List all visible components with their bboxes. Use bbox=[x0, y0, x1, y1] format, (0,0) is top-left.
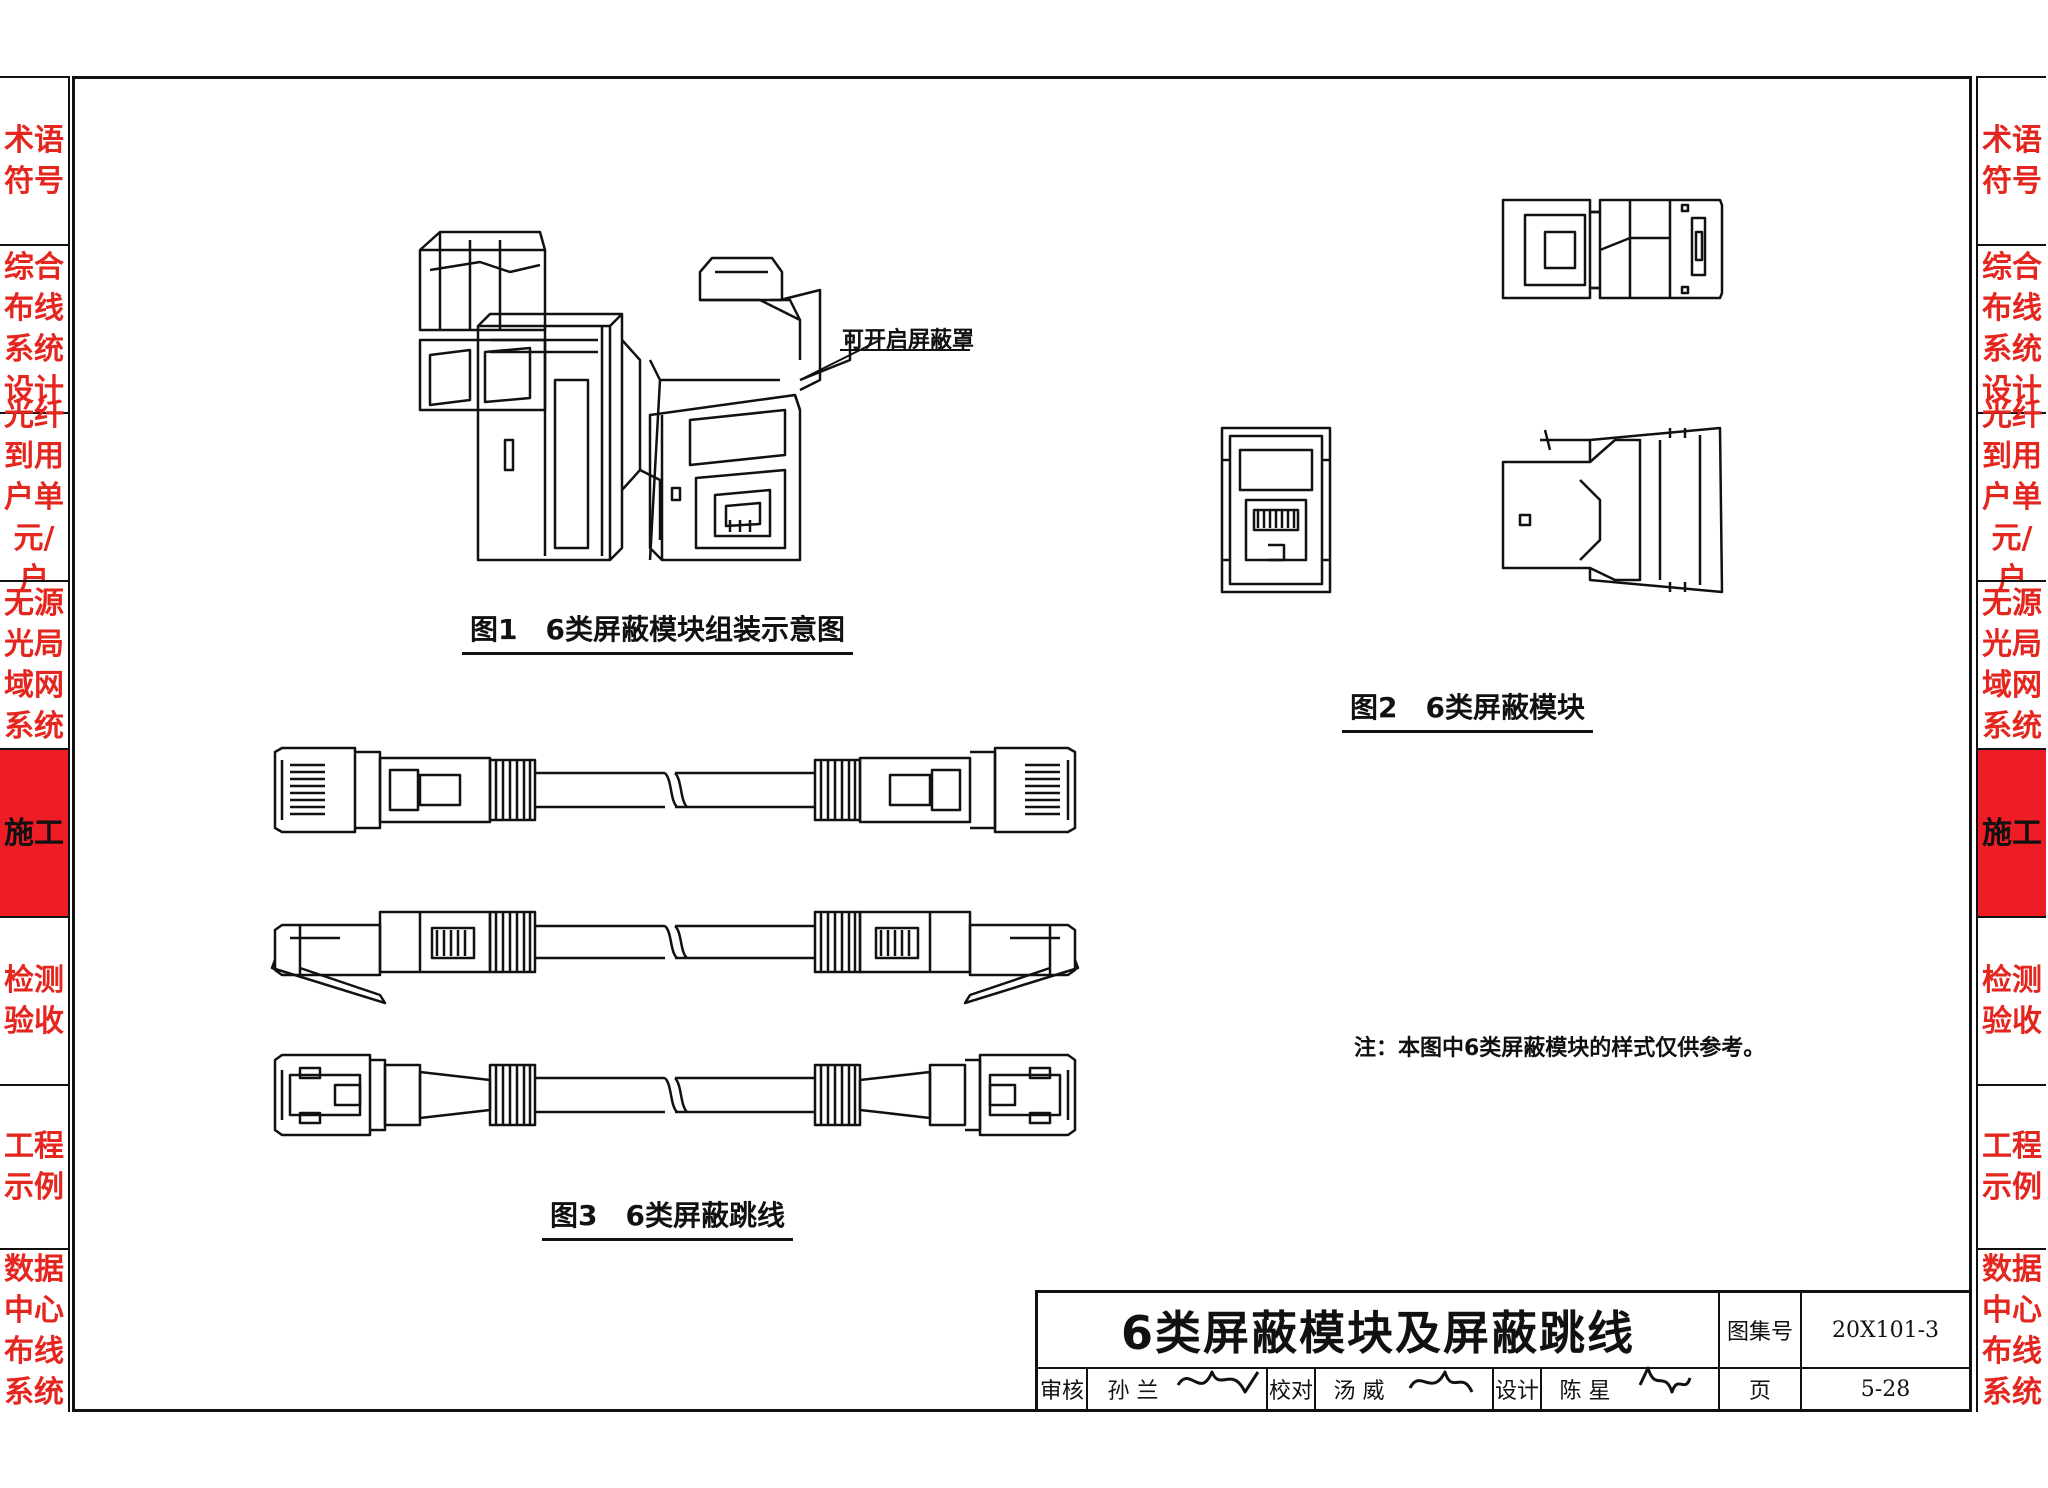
tab-label: 数据中心布线系统 bbox=[1982, 1252, 2042, 1410]
design-label: 设计 bbox=[1494, 1379, 1539, 1404]
tb-rule bbox=[1492, 1369, 1494, 1409]
atlas-number-label: 图集号 bbox=[1726, 1320, 1793, 1345]
figure2-caption: 图2 6类屏蔽模块 bbox=[1342, 686, 1593, 733]
page-label: 页 bbox=[1748, 1379, 1771, 1404]
drawing-title: 6类屏蔽模块及屏蔽跳线 bbox=[1120, 1306, 1635, 1360]
shielded-module-side-view bbox=[1501, 426, 1724, 594]
tab-label: 工程示例 bbox=[4, 1129, 64, 1205]
shielded-module-top-view bbox=[1501, 198, 1724, 300]
tab-construction[interactable]: 施工 bbox=[0, 748, 70, 916]
drawing-frame bbox=[72, 76, 1972, 1412]
reviewer-name: 孙 兰 bbox=[1107, 1379, 1159, 1404]
tab-label: 施工 bbox=[1982, 815, 2042, 851]
tb-rule bbox=[1718, 1293, 1720, 1409]
tab-terms-symbols[interactable]: 术语符号 bbox=[0, 76, 70, 244]
title-block: 6类屏蔽模块及屏蔽跳线 图集号 20X101-3 页 5-28 审核 孙 兰 校… bbox=[1035, 1290, 1972, 1412]
tab-label: 综合布线系统设计 bbox=[4, 250, 64, 408]
tab-label: 检测验收 bbox=[4, 963, 64, 1039]
tab-label: 检测验收 bbox=[1982, 963, 2042, 1039]
review-label: 审核 bbox=[1039, 1379, 1084, 1404]
tab-pon-system[interactable]: 无源光局域网系统 bbox=[1976, 580, 2046, 748]
tab-label: 施工 bbox=[4, 815, 64, 851]
checker-name: 汤 威 bbox=[1333, 1379, 1385, 1404]
tab-cabling-design[interactable]: 综合布线系统设计 bbox=[0, 244, 70, 412]
tab-cabling-design[interactable]: 综合布线系统设计 bbox=[1976, 244, 2046, 412]
tab-fiber-to-unit[interactable]: 光纤到用户单元/户 bbox=[1976, 398, 2046, 597]
tb-rule bbox=[1086, 1369, 1088, 1409]
tab-construction[interactable]: 施工 bbox=[1976, 748, 2046, 916]
atlas-number: 20X101-3 bbox=[1831, 1317, 1940, 1343]
shielded-module-front-view bbox=[1220, 426, 1332, 594]
tab-label: 工程示例 bbox=[1982, 1129, 2042, 1205]
check-label: 校对 bbox=[1268, 1379, 1313, 1404]
tab-fiber-to-unit[interactable]: 光纤到用户单元/户 bbox=[0, 398, 70, 597]
tab-inspection[interactable]: 检测验收 bbox=[0, 916, 70, 1084]
tab-label: 无源光局域网系统 bbox=[4, 586, 64, 744]
tab-pon-system[interactable]: 无源光局域网系统 bbox=[0, 580, 70, 748]
left-category-tabs: 术语符号 综合布线系统设计 光纤到用户单元/户 无源光局域网系统 施工 检测验收… bbox=[0, 76, 70, 1412]
right-category-tabs: 术语符号 综合布线系统设计 光纤到用户单元/户 无源光局域网系统 施工 检测验收… bbox=[1976, 76, 2046, 1412]
figure3-caption: 图3 6类屏蔽跳线 bbox=[542, 1194, 793, 1241]
tb-rule bbox=[1540, 1369, 1542, 1409]
tab-label: 光纤到用户单元/户 bbox=[1982, 397, 2042, 597]
tab-datacenter[interactable]: 数据中心布线系统 bbox=[0, 1248, 70, 1412]
tab-label: 无源光局域网系统 bbox=[1982, 586, 2042, 744]
tb-rule bbox=[1266, 1369, 1268, 1409]
page-number: 5-28 bbox=[1860, 1376, 1911, 1402]
signature-marks bbox=[1176, 1366, 1692, 1394]
tab-label: 术语符号 bbox=[1982, 123, 2042, 199]
tab-examples[interactable]: 工程示例 bbox=[1976, 1084, 2046, 1248]
shielded-module-assembly-drawing bbox=[418, 230, 970, 562]
patch-cord-side-view bbox=[270, 910, 1080, 1005]
designer-name: 陈 星 bbox=[1559, 1379, 1611, 1404]
patch-cord-top-view bbox=[273, 746, 1077, 834]
tb-rule bbox=[1038, 1367, 1969, 1369]
tb-rule bbox=[1314, 1369, 1316, 1409]
tab-label: 综合布线系统设计 bbox=[1982, 250, 2042, 408]
tab-label: 术语符号 bbox=[4, 123, 64, 199]
patch-cord-bottom-view bbox=[273, 1053, 1077, 1137]
tb-rule bbox=[1800, 1293, 1802, 1409]
tab-datacenter[interactable]: 数据中心布线系统 bbox=[1976, 1248, 2046, 1412]
shield-cover-callout: 可开启屏蔽罩 bbox=[842, 328, 975, 353]
tab-terms-symbols[interactable]: 术语符号 bbox=[1976, 76, 2046, 244]
reference-note: 注：本图中6类屏蔽模块的样式仅供参考。 bbox=[1354, 1036, 1766, 1061]
tab-examples[interactable]: 工程示例 bbox=[0, 1084, 70, 1248]
tab-label: 光纤到用户单元/户 bbox=[4, 397, 64, 597]
tab-inspection[interactable]: 检测验收 bbox=[1976, 916, 2046, 1084]
figure1-caption: 图1 6类屏蔽模块组装示意图 bbox=[462, 608, 853, 655]
tab-label: 数据中心布线系统 bbox=[4, 1252, 64, 1410]
